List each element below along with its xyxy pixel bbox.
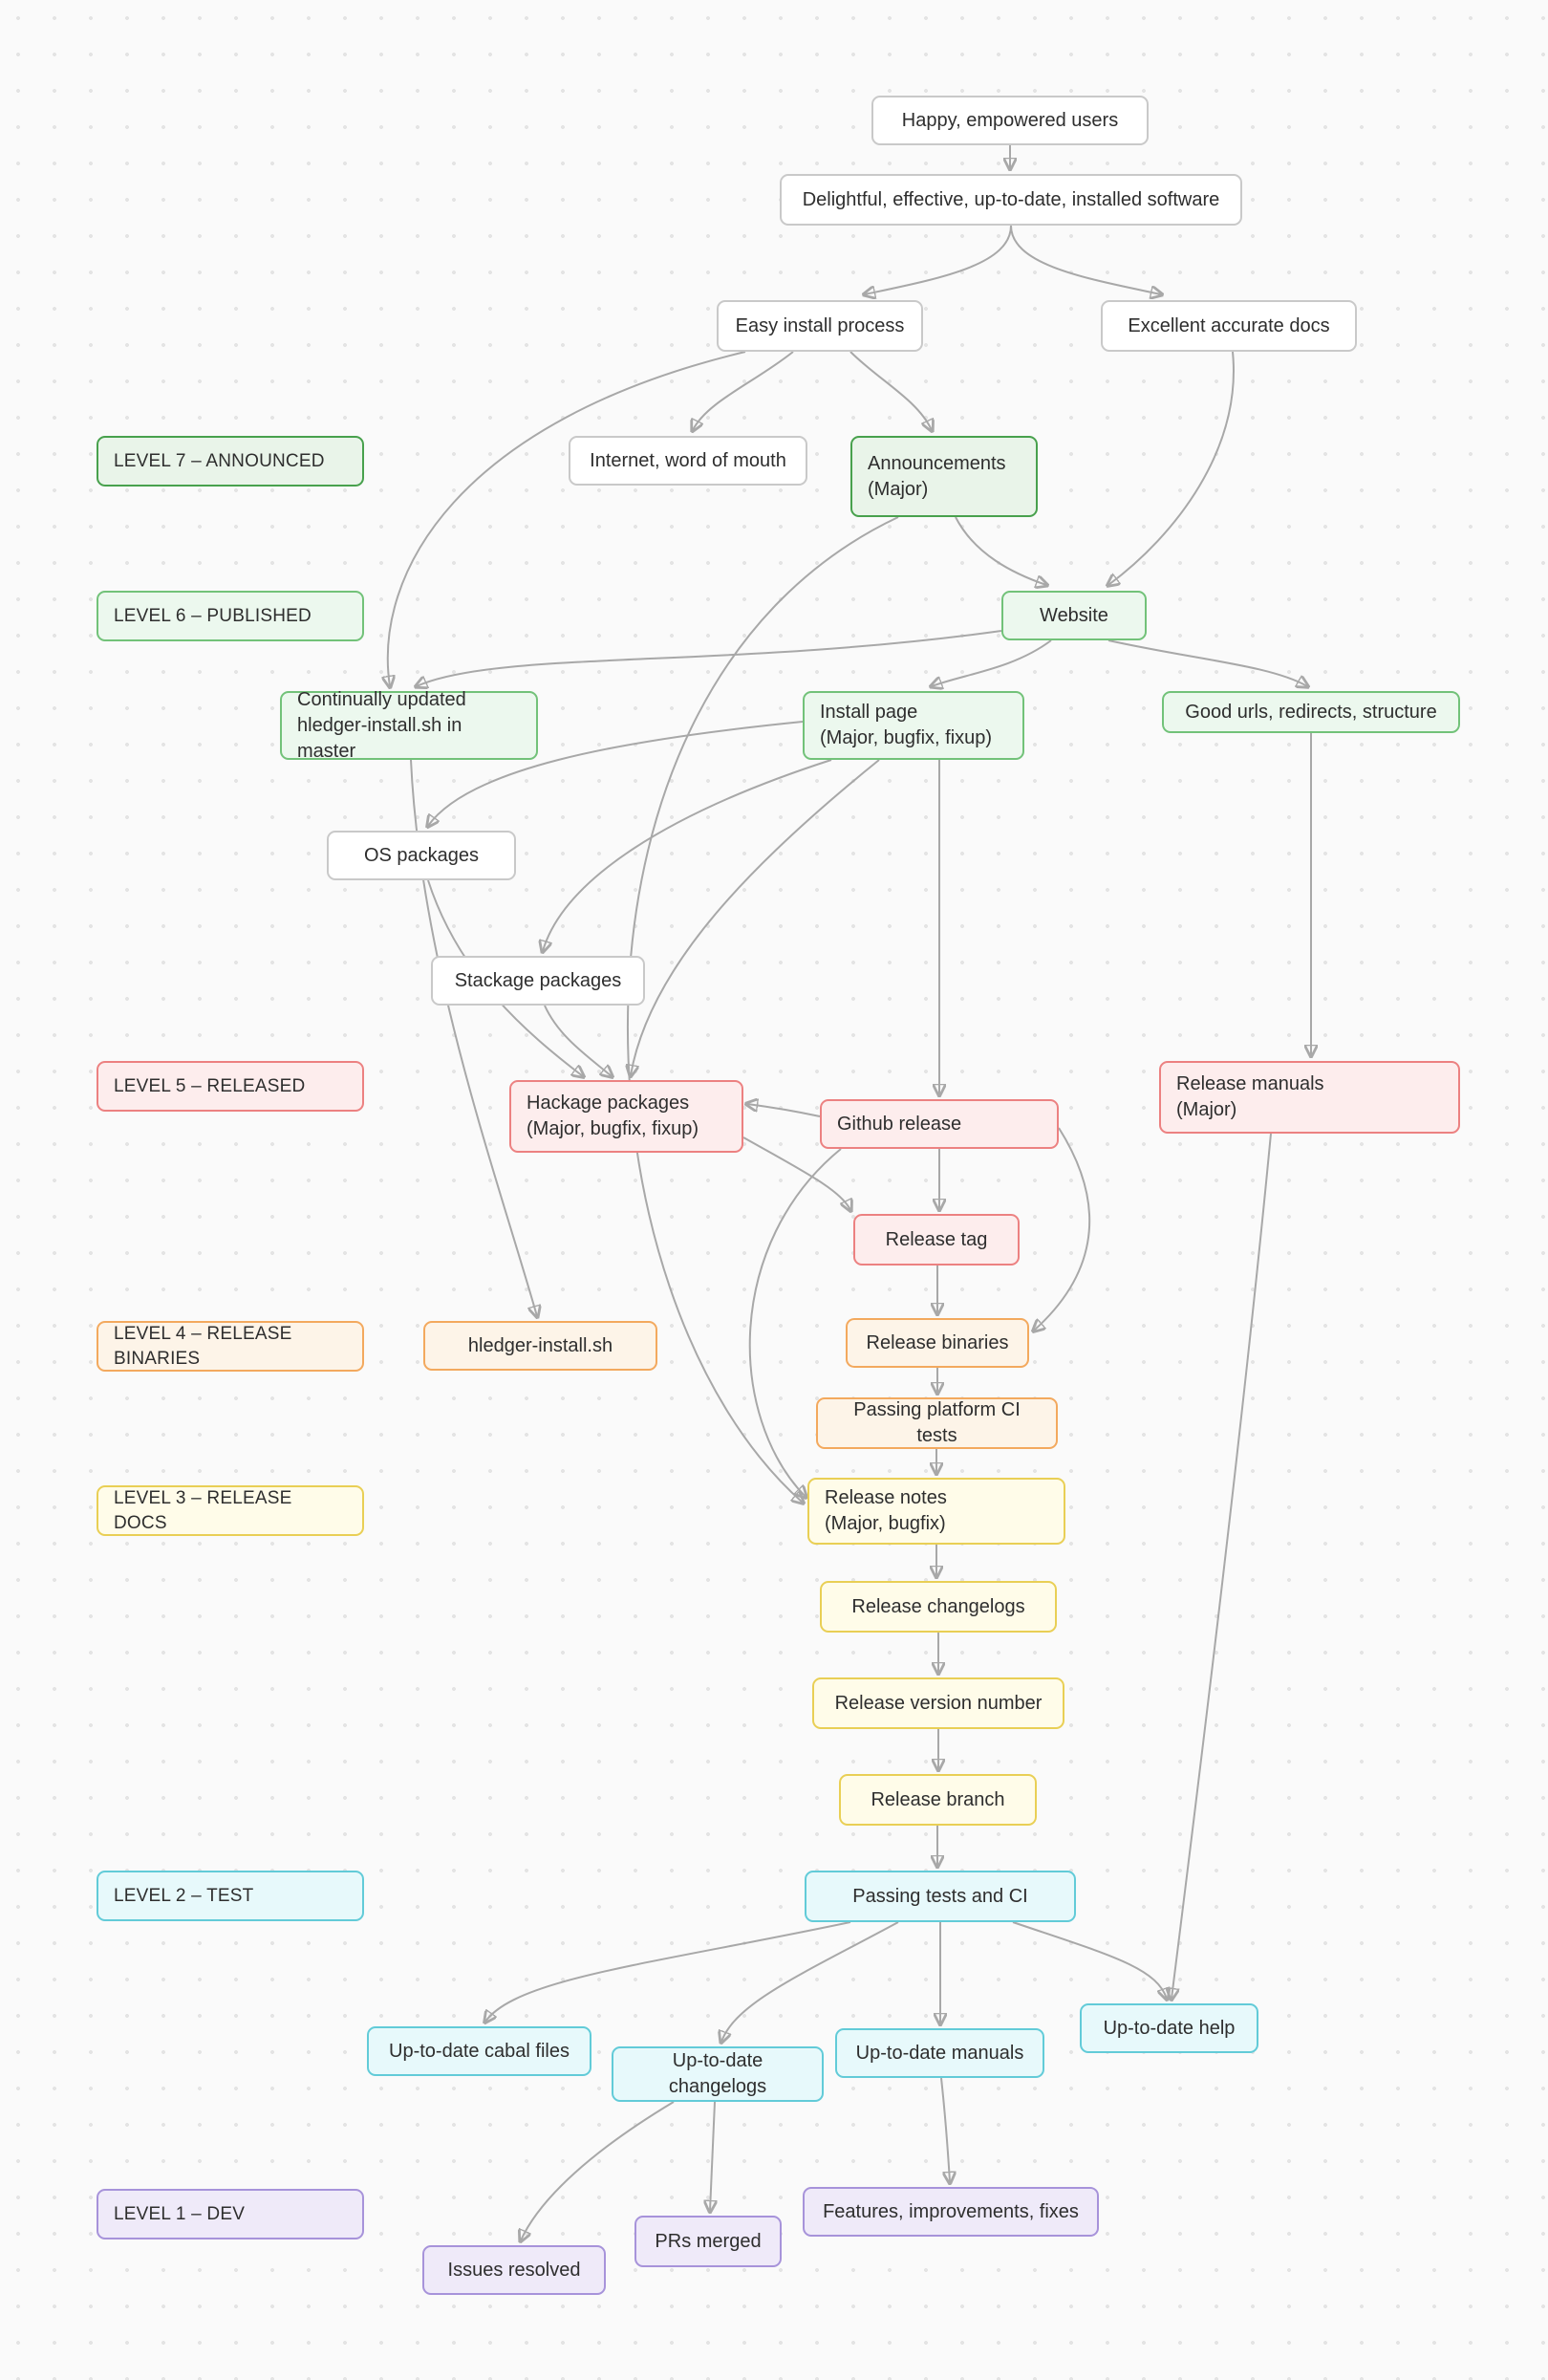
edge-announcements-website [955,516,1046,585]
node-features-improvements-fixes: Features, improvements, fixes [803,2187,1099,2237]
edge-changelogs-issues [521,2101,675,2240]
edge-easy-install-continually [388,351,746,686]
node-os-packages: OS packages [327,831,516,880]
level-2-test-label: LEVEL 2 – TEST [97,1871,364,1921]
node-install-page: Install page(Major, bugfix, fixup) [803,691,1024,760]
edge-install-page-hackage [631,759,880,1075]
edge-hackage-release-tag [742,1136,850,1210]
node-stackage-packages: Stackage packages [431,956,645,1006]
edge-passing-tests-cabal-files [485,1921,851,2022]
edge-release-manuals-help [1172,1133,1272,1999]
level-6-published-label: LEVEL 6 – PUBLISHED [97,591,364,641]
node-delightful-installed-software: Delightful, effective, up-to-date, insta… [780,174,1242,226]
edge-passing-tests-help [1012,1921,1167,1999]
node-release-notes: Release notes(Major, bugfix) [807,1478,1065,1545]
node-happy-empowered-users: Happy, empowered users [871,96,1149,145]
edge-website-good-urls [1107,639,1307,686]
node-hledger-install-sh: hledger-install.sh [423,1321,657,1371]
edge-website-install-page [932,639,1052,686]
edge-install-page-os-packages [428,721,804,826]
node-easy-install-process: Easy install process [717,300,923,352]
node-release-branch: Release branch [839,1774,1037,1826]
edge-easy-install-internet [693,351,794,430]
edge-website-continually [417,630,1002,686]
node-internet-word-of-mouth: Internet, word of mouth [569,436,807,486]
node-github-release: Github release [820,1099,1059,1149]
edge-github-release-release-binaries [1034,1127,1091,1331]
node-prs-merged: PRs merged [634,2216,782,2267]
edge-delightful-easy-install [865,225,1012,294]
node-up-to-date-manuals: Up-to-date manuals [835,2028,1044,2078]
level-7-announced-label: LEVEL 7 – ANNOUNCED [97,436,364,487]
node-up-to-date-help: Up-to-date help [1080,2003,1258,2053]
node-up-to-date-cabal-files: Up-to-date cabal files [367,2026,591,2076]
edge-github-release-release-notes [748,1148,842,1497]
level-3-release-docs-label: LEVEL 3 – RELEASE DOCS [97,1485,364,1536]
level-4-release-binaries-label: LEVEL 4 – RELEASE BINARIES [97,1321,364,1372]
edge-install-page-stackage [543,759,832,951]
node-issues-resolved: Issues resolved [422,2245,606,2295]
node-up-to-date-changelogs: Up-to-date changelogs [612,2046,824,2102]
level-5-released-label: LEVEL 5 – RELEASED [97,1061,364,1112]
node-release-manuals: Release manuals(Major) [1159,1061,1460,1134]
node-hackage-packages: Hackage packages(Major, bugfix, fixup) [509,1080,743,1153]
edge-github-release-hackage [747,1104,821,1117]
edge-delightful-excellent-docs [1010,225,1161,294]
node-excellent-accurate-docs: Excellent accurate docs [1101,300,1357,352]
node-announcements: Announcements(Major) [850,436,1038,517]
edge-manuals-features [940,2077,950,2182]
node-release-changelogs: Release changelogs [820,1581,1057,1633]
edge-passing-tests-changelogs [721,1921,899,2042]
edge-changelogs-prs [710,2101,715,2211]
edge-easy-install-announcements [849,351,932,430]
node-website: Website [1001,591,1147,640]
node-release-tag: Release tag [853,1214,1020,1266]
node-passing-platform-ci-tests: Passing platform CI tests [816,1397,1058,1449]
edge-stackage-hackage [544,1005,612,1076]
level-1-dev-label: LEVEL 1 – DEV [97,2189,364,2239]
node-release-version-number: Release version number [812,1677,1064,1729]
node-release-binaries: Release binaries [846,1318,1029,1368]
edge-excellent-docs-website [1108,351,1235,585]
node-passing-tests-and-ci: Passing tests and CI [805,1871,1076,1922]
node-good-urls-redirects-structure: Good urls, redirects, structure [1162,691,1460,733]
